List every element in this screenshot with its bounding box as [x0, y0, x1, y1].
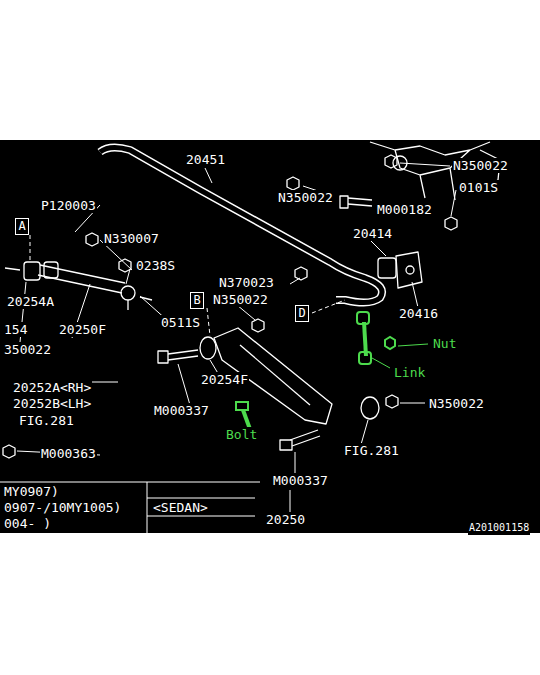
part-number: 20451	[185, 152, 226, 167]
bolt-stub	[5, 268, 20, 270]
bar-bolt	[348, 198, 372, 206]
link-bushing	[24, 262, 40, 280]
bolt-head	[158, 351, 168, 363]
bar-bracket	[396, 252, 422, 288]
dashed-leaders	[30, 235, 345, 336]
stabilizer-link	[364, 322, 366, 356]
bar-bushing	[378, 258, 396, 278]
reference-letter-box: A	[15, 218, 29, 235]
bolt-head-2	[280, 440, 292, 450]
part-number: M000182	[376, 202, 433, 217]
part-number: FIG.281	[343, 443, 400, 458]
parts	[0, 142, 500, 533]
part-number: M000337	[153, 403, 210, 418]
highlighted-parts	[236, 312, 428, 432]
part-number: 20414	[352, 226, 393, 241]
part-number: M000337	[272, 473, 329, 488]
reference-letter: A	[18, 220, 26, 233]
reference-letter: D	[298, 307, 306, 320]
arm-bolt	[168, 350, 198, 360]
stabilizer-bar-core	[100, 147, 382, 302]
part-number: 0511S	[160, 315, 201, 330]
arm-bushing-outer	[361, 397, 379, 419]
table-lines	[0, 482, 260, 533]
part-number: N350022	[277, 190, 334, 205]
bar-bolt-head	[340, 196, 348, 208]
reference-letter-box: B	[190, 292, 204, 309]
link-ball-top	[357, 312, 369, 324]
part-number: 20254F	[200, 372, 249, 387]
part-number: 0238S	[135, 258, 176, 273]
nut	[295, 267, 307, 280]
link-ball-bottom	[359, 352, 371, 364]
nut	[252, 319, 264, 332]
ball-joint	[121, 286, 135, 300]
part-number: N350022	[452, 158, 509, 173]
reference-letter-box: D	[295, 305, 309, 322]
part-number: 0101S	[458, 180, 499, 195]
part-number: 20254A	[6, 294, 55, 309]
callout-label: Link	[393, 365, 426, 380]
part-number: N350022	[428, 396, 485, 411]
nut	[287, 177, 299, 190]
part-number: 20250	[265, 512, 306, 527]
bracket-hole	[406, 266, 414, 274]
nut	[386, 395, 398, 408]
callout-label: Bolt	[225, 427, 258, 442]
nut	[445, 217, 457, 230]
lateral-link	[38, 265, 125, 293]
part-number: 20250F	[58, 322, 107, 337]
nut	[385, 155, 397, 168]
part-number: <SEDAN>	[152, 500, 209, 515]
part-number: N370023	[218, 275, 275, 290]
part-number: 154	[3, 322, 28, 337]
arm-bushing	[200, 337, 216, 359]
nut	[119, 259, 131, 272]
part-number: 004- )	[3, 516, 52, 531]
part-number: MY0907)	[3, 484, 60, 499]
part-number: P120003	[40, 198, 97, 213]
nut	[3, 445, 15, 458]
callout-label: Nut	[432, 336, 457, 351]
part-number: 20252A<RH>	[12, 380, 92, 395]
part-number: 350022	[3, 342, 52, 357]
part-number: 20416	[398, 306, 439, 321]
stabilizer-bar	[100, 147, 382, 302]
part-number: 20252B<LH>	[12, 396, 92, 411]
part-number: N330007	[103, 231, 160, 246]
link-bushing-2	[44, 262, 58, 278]
green-bolt-head	[236, 402, 248, 410]
arm-rib	[240, 345, 310, 405]
arm-bolt-2	[290, 430, 320, 446]
part-number: M000363	[40, 446, 97, 461]
part-number: A201001158	[468, 520, 530, 535]
nut	[86, 233, 98, 246]
black-panel	[0, 140, 540, 533]
part-number: FIG.281	[18, 413, 75, 428]
reference-letter: B	[193, 294, 201, 307]
part-number: N350022	[212, 292, 269, 307]
part-number: 0907-/10MY1005)	[3, 500, 122, 515]
link-nut	[385, 337, 395, 349]
leader-lines	[17, 163, 456, 512]
